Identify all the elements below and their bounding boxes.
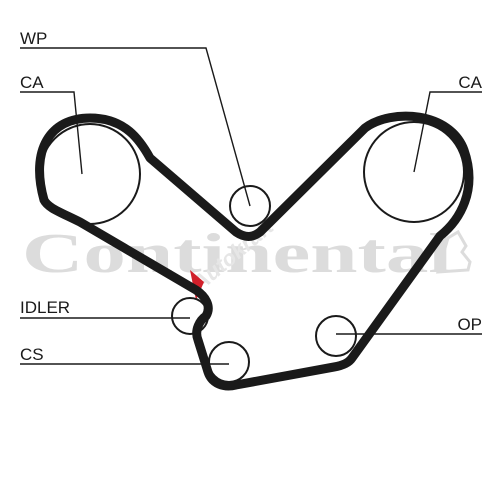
label-ca-right: CA [458,73,482,92]
pulley-idler [171,297,209,335]
pulley-op [315,315,357,357]
leader-ca-right [413,91,482,173]
pulley-wp [229,185,271,227]
horse-logo-watermark [435,229,472,274]
label-idler: IDLER [20,298,70,317]
labels: WP CA CA IDLER OP CS [20,29,483,364]
pulley-cs [208,341,250,383]
belt [35,111,474,391]
pulleys [39,121,465,383]
label-ca-left: CA [20,73,44,92]
label-wp: WP [20,29,47,48]
pulley-ca-right [363,121,465,223]
belt-path [35,111,474,391]
label-op: OP [457,315,482,334]
leader-wp [20,47,251,207]
red-arrow-mark [190,270,204,300]
label-cs: CS [20,345,44,364]
pulley-ca-left [39,123,141,225]
leader-lines [20,47,482,365]
leader-ca-left [20,91,83,175]
